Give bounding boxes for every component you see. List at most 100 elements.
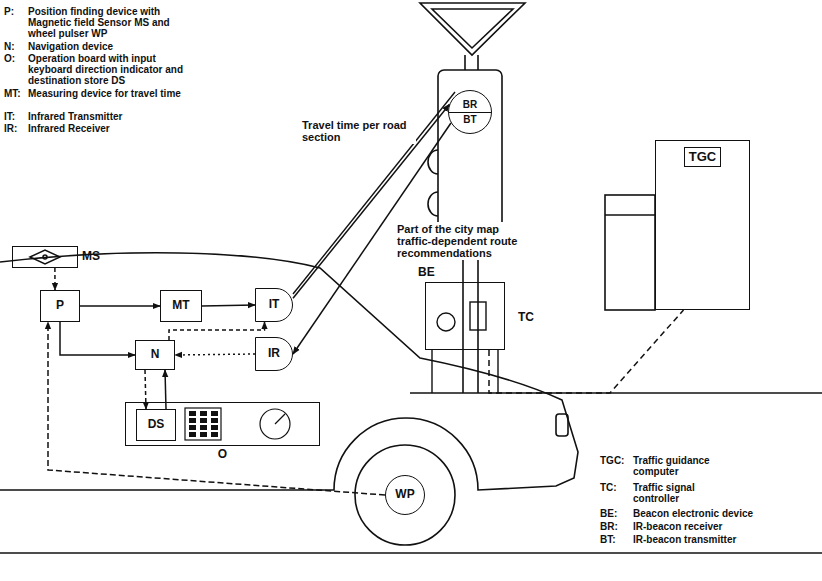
receiver-box: IR — [255, 337, 293, 371]
key-text: IR: — [4, 123, 28, 134]
key-text: Traffic guidance computer — [633, 455, 743, 477]
beacon-cabinet — [432, 302, 498, 393]
node-text: IT — [269, 298, 280, 311]
key — [211, 432, 218, 437]
node-text: BT — [463, 114, 476, 125]
key — [189, 411, 196, 416]
key — [211, 418, 218, 423]
cabinet-door — [470, 302, 486, 330]
ms-dot — [43, 255, 47, 259]
direction-dial — [260, 409, 290, 439]
node-text: MT — [172, 299, 189, 312]
key-text: BT: — [600, 534, 630, 545]
edge-label: Part of the city map traffic-dependent r… — [395, 222, 534, 260]
key-text: Measuring device for travel time — [28, 88, 196, 99]
ir-beacon: BR BT — [448, 90, 492, 134]
key-text: BE: — [600, 508, 630, 519]
kerb — [410, 392, 822, 394]
key-text: N: — [4, 41, 28, 52]
node-text: O — [218, 448, 227, 461]
key — [200, 418, 207, 423]
key — [200, 425, 207, 430]
side-cabinet — [605, 195, 655, 310]
signal-housing — [438, 70, 502, 232]
connector — [202, 305, 255, 306]
node-text: MS — [82, 250, 100, 263]
connector — [145, 370, 146, 409]
signal-ray — [293, 92, 455, 294]
pole — [464, 55, 466, 70]
key-text: Operation board with input keyboard dire… — [28, 53, 196, 86]
store-box: DS — [136, 409, 176, 441]
cabinet-gauge — [437, 313, 455, 331]
key — [189, 425, 196, 430]
node-text: N — [151, 348, 160, 361]
wheel-pulser: WP — [385, 475, 425, 515]
key-text: MT: — [4, 88, 28, 99]
yield-sign — [420, 3, 525, 55]
traffic-light — [420, 3, 525, 393]
key-text: TGC: — [600, 455, 630, 466]
road — [0, 552, 822, 554]
headlight — [556, 414, 568, 436]
key-text: BR: — [600, 521, 630, 532]
key — [200, 432, 207, 437]
yield-inner — [432, 9, 513, 48]
car — [0, 253, 578, 545]
key-text: Infrared Receiver — [28, 123, 196, 134]
key — [189, 432, 196, 437]
process-box: P — [40, 290, 80, 322]
keypad-frame — [185, 408, 221, 440]
dial-needle — [275, 414, 285, 424]
operation-board: ODS — [125, 402, 320, 446]
key — [189, 418, 196, 423]
edge-label: Travel time per road section — [300, 118, 416, 144]
transmitter-box: IT — [255, 288, 293, 322]
key-text: TC: — [600, 482, 630, 493]
side-cabinet-line — [605, 214, 655, 216]
pole — [477, 55, 479, 70]
process-box: MT — [160, 290, 202, 322]
cabinet-leg — [497, 350, 498, 393]
key-text: Beacon electronic device — [633, 508, 818, 519]
key — [200, 411, 207, 416]
key-text: IT: — [4, 111, 28, 122]
connector — [48, 322, 385, 495]
ms-diamond — [30, 250, 60, 264]
connector — [60, 322, 135, 355]
process-box: N — [135, 340, 175, 370]
connector — [175, 354, 255, 355]
key-text: IR-beacon receiver — [633, 521, 818, 532]
key-text: IR-beacon transmitter — [633, 534, 818, 545]
keypad — [185, 408, 290, 440]
node-text: P — [56, 299, 64, 312]
connector — [165, 370, 166, 409]
key-text: Position finding device with Magnetic fi… — [28, 6, 196, 39]
key-text: O: — [4, 53, 28, 64]
key-text: Traffic signal controller — [633, 482, 743, 504]
connector — [54, 268, 56, 290]
keys — [189, 411, 218, 437]
computer-cabinet — [605, 195, 655, 310]
node-text: IR — [268, 347, 280, 360]
node-text: BR — [463, 99, 477, 110]
node-text: BE — [418, 266, 435, 279]
key — [211, 425, 218, 430]
connector — [293, 104, 449, 298]
connector — [169, 322, 265, 340]
key-text: Infrared Transmitter — [28, 111, 196, 122]
computer-cabinet: TGC — [655, 140, 750, 310]
key — [211, 411, 218, 416]
key-text: Navigation device — [28, 41, 196, 52]
key-text: P: — [4, 6, 28, 17]
connector — [80, 305, 160, 307]
node-text: TGC — [684, 147, 721, 167]
ms-icon — [30, 250, 60, 264]
car-body — [0, 253, 578, 490]
cabinet-leg — [431, 350, 432, 393]
node-text: WP — [395, 488, 414, 501]
node-text: DS — [148, 418, 165, 431]
connector — [489, 310, 684, 393]
